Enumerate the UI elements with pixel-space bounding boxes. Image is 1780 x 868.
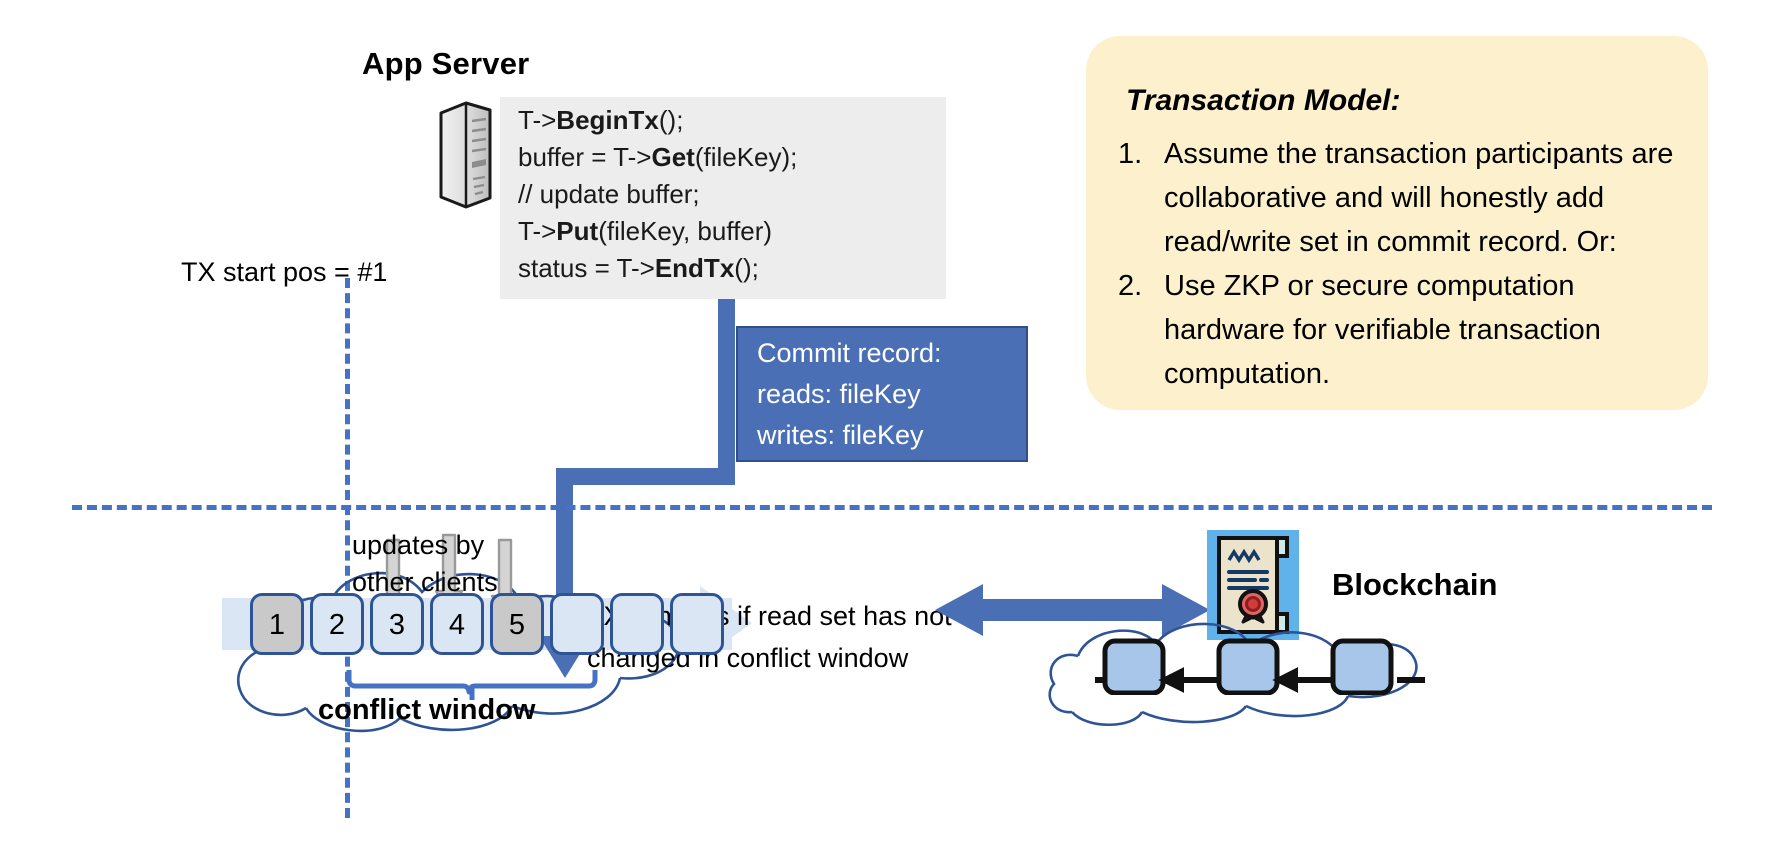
list-item-text: Use ZKP or secure computation hardware f… xyxy=(1164,270,1601,390)
list-item-number: 1. xyxy=(1118,138,1143,170)
transaction-model-title: Transaction Model: xyxy=(1126,84,1401,117)
layer-divider xyxy=(72,505,1712,510)
commit-record-reads: reads: fileKey xyxy=(757,379,921,409)
ledger-cell[interactable]: 3 xyxy=(370,593,424,655)
list-item: 1. Assume the transaction participants a… xyxy=(1118,132,1678,264)
ledger-cell[interactable]: 5 xyxy=(490,593,544,655)
commit-record-box: Commit record: reads: fileKey writes: fi… xyxy=(736,326,1028,462)
code-line: // update buffer; xyxy=(518,179,700,209)
commit-connector-segment xyxy=(556,468,735,485)
ledger-cell[interactable] xyxy=(550,593,604,655)
code-line: T->Put(fileKey, buffer) xyxy=(518,216,773,246)
transaction-model-panel: Transaction Model: 1. Assume the transac… xyxy=(1086,36,1708,410)
ledger-cell[interactable]: 4 xyxy=(430,593,484,655)
commit-record-title: Commit record: xyxy=(757,338,942,368)
ledger-cell[interactable] xyxy=(670,593,724,655)
tx-start-pos-label: TX start pos = #1 xyxy=(181,257,388,287)
app-server-title: App Server xyxy=(362,46,530,81)
code-line: T->BeginTx(); xyxy=(518,105,684,135)
blockchain-block-chain xyxy=(1055,635,1425,696)
conflict-window-brace xyxy=(345,668,599,702)
list-item-number: 2. xyxy=(1118,270,1143,302)
code-line: buffer = T->Get(fileKey); xyxy=(518,142,798,172)
conflict-window-label: conflict window xyxy=(318,694,536,726)
ledger-cell[interactable]: 2 xyxy=(310,593,364,655)
ledger-cell[interactable]: 1 xyxy=(250,593,304,655)
code-panel-background xyxy=(500,97,946,299)
tx-start-dashed-line xyxy=(345,278,350,818)
code-panel-text: T->BeginTx(); buffer = T->Get(fileKey); … xyxy=(518,102,948,287)
list-item-text: Assume the transaction participants are … xyxy=(1164,138,1674,258)
double-headed-arrow-icon xyxy=(935,578,1210,642)
blockchain-cloud-outline xyxy=(1030,600,1450,730)
commit-record-writes: writes: fileKey xyxy=(757,420,924,450)
list-item: 2. Use ZKP or secure computation hardwar… xyxy=(1118,264,1678,396)
blockchain-label: Blockchain xyxy=(1332,567,1498,602)
ledger-cell[interactable] xyxy=(610,593,664,655)
server-tower-icon xyxy=(436,99,494,211)
code-line: status = T->EndTx(); xyxy=(518,253,759,283)
updates-by-other-clients-label: updates by other clients xyxy=(352,530,498,597)
commit-connector-segment xyxy=(718,299,735,485)
transaction-model-list: 1. Assume the transaction participants a… xyxy=(1118,132,1678,396)
